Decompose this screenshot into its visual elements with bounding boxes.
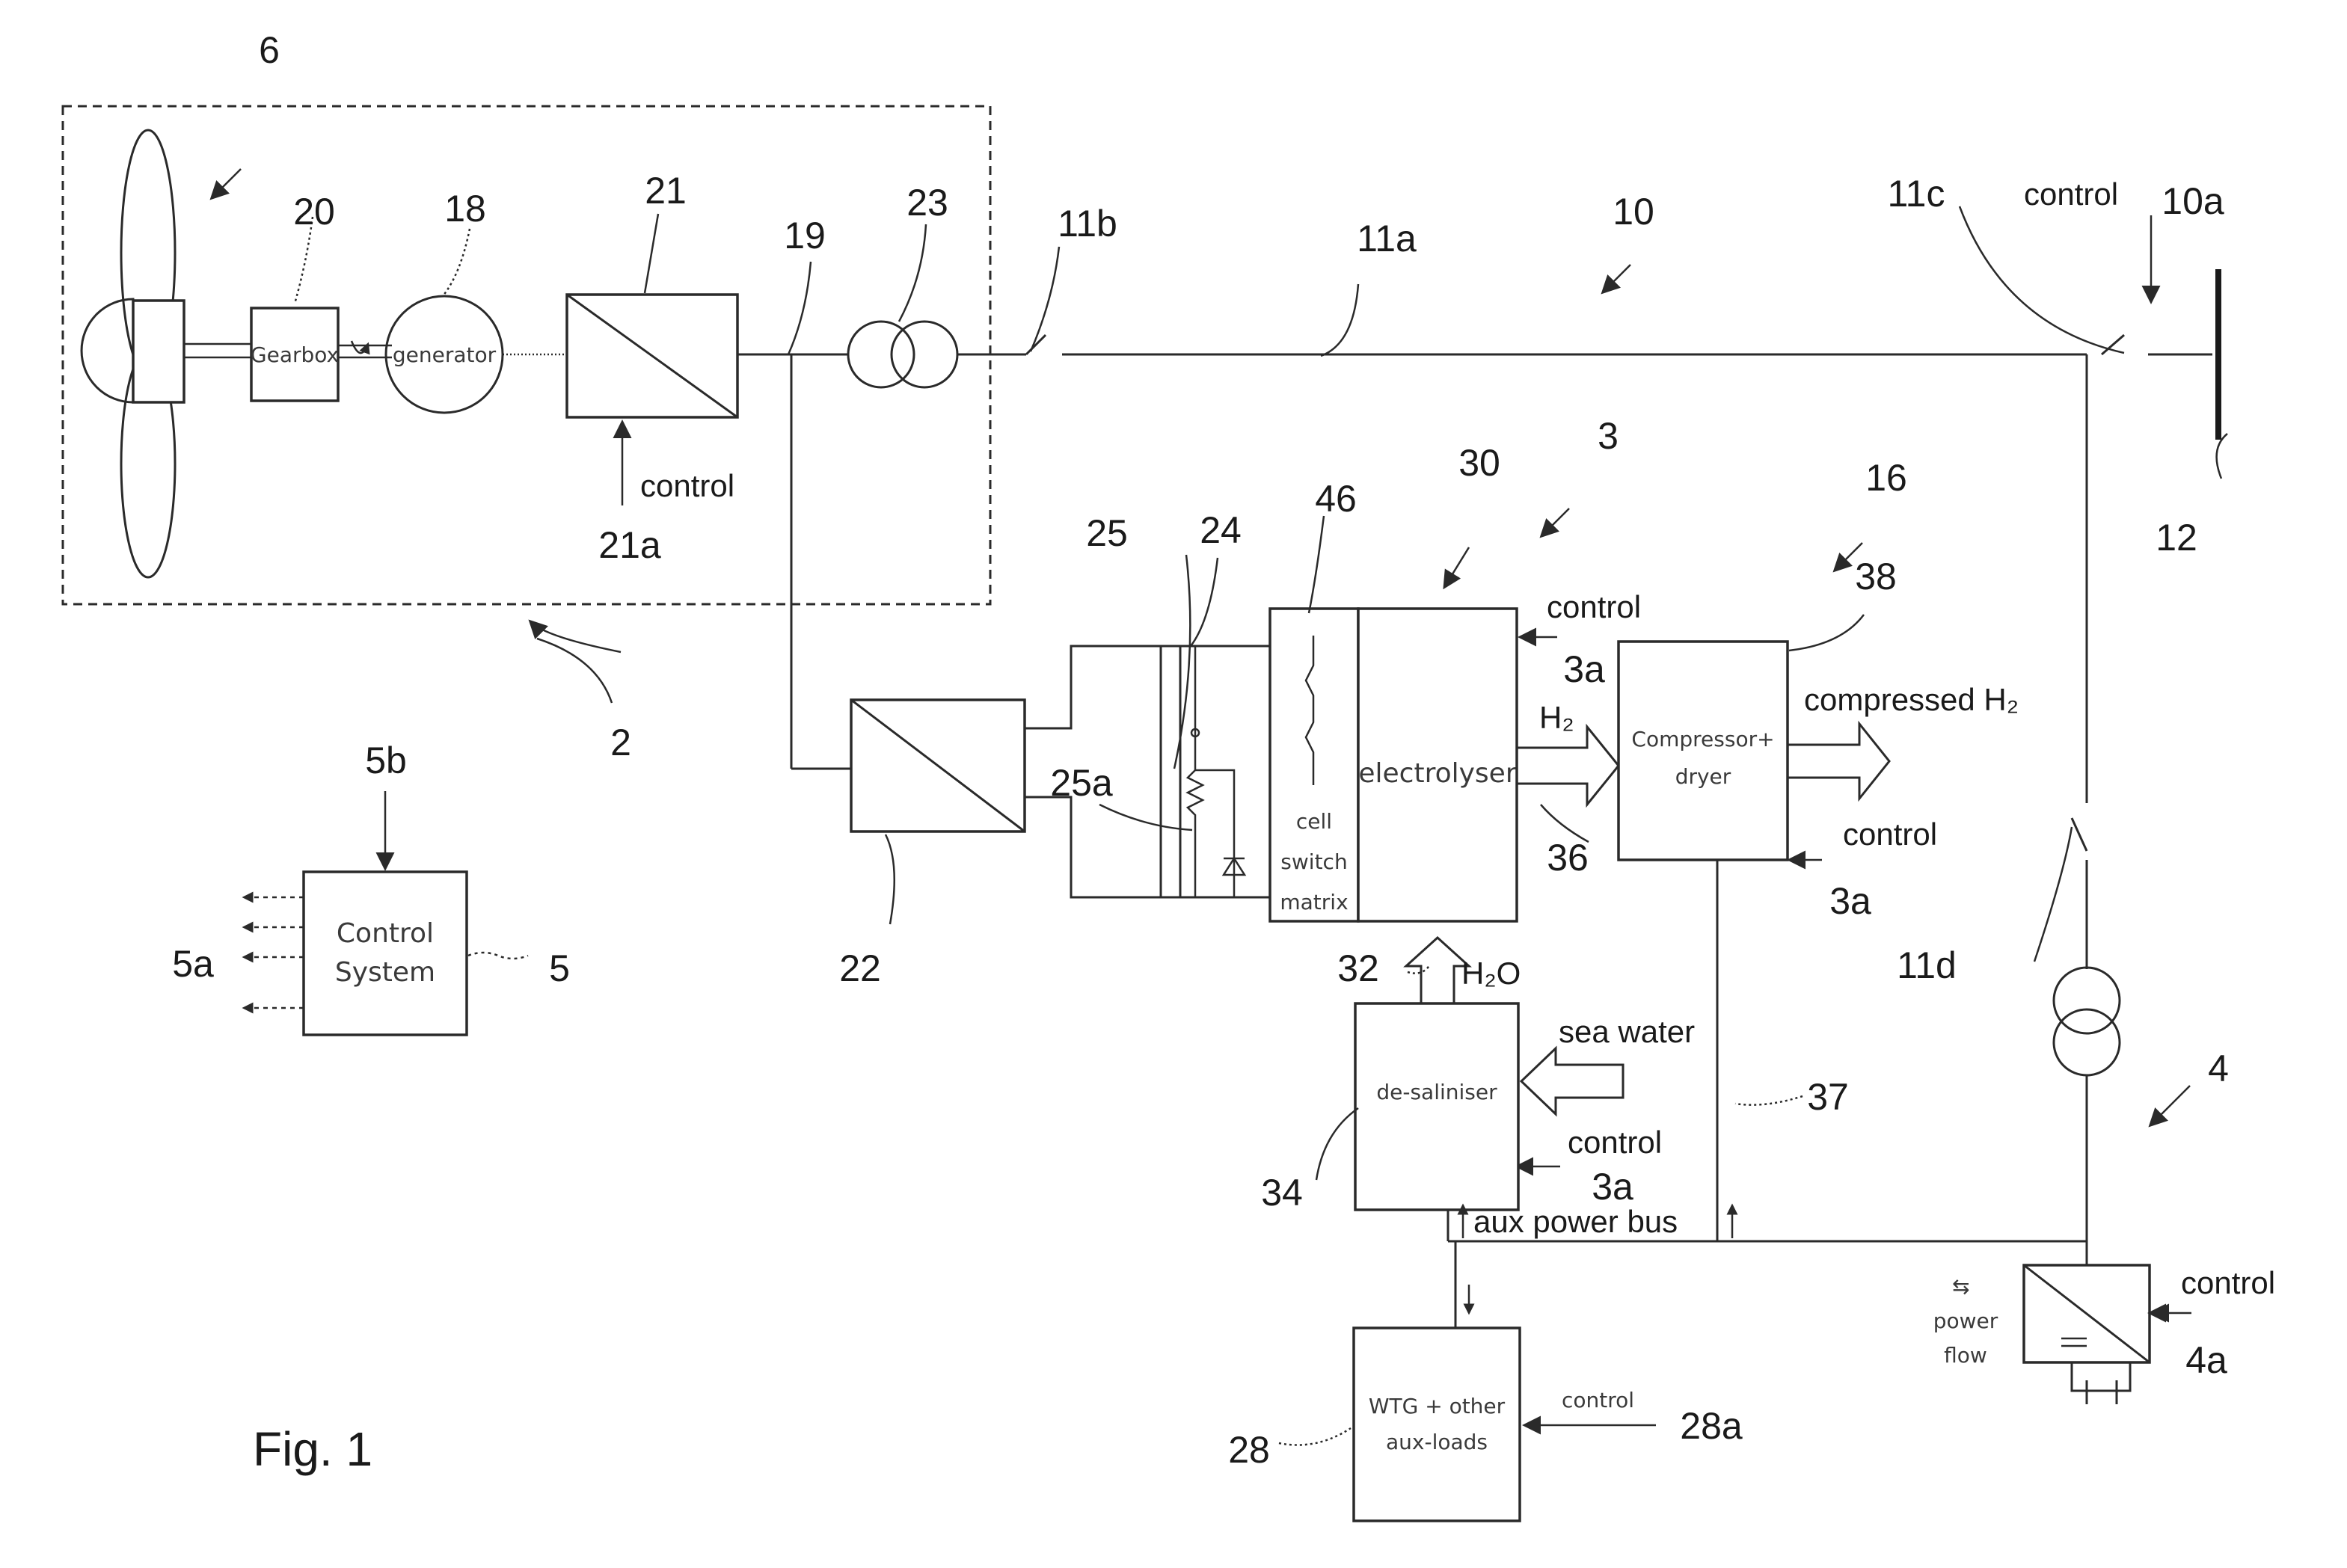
gearbox-block <box>250 307 340 402</box>
ref-34: 34 <box>1261 1172 1303 1214</box>
cell-switch-label-1: cell <box>1296 809 1332 834</box>
h2o-label: H₂O <box>1461 956 1521 991</box>
ref-4a: 4a <box>2185 1339 2227 1381</box>
turbine-enclosure <box>61 105 992 606</box>
compressed-h2-label: compressed H₂ <box>1804 682 2019 717</box>
ref-2: 2 <box>610 722 631 763</box>
aux-loads-label-1: WTG + other <box>1369 1394 1506 1418</box>
electrolyser-label: electrolyser <box>1358 758 1516 789</box>
control-10a-label: control <box>2024 176 2118 212</box>
ref-10: 10 <box>1613 191 1654 233</box>
cell-switch-label-3: matrix <box>1280 890 1348 914</box>
water-flow-arrow <box>1403 935 1472 1005</box>
ref-38: 38 <box>1855 556 1897 597</box>
ref-3: 3 <box>1598 415 1619 457</box>
gearbox-label: Gearbox <box>251 342 339 367</box>
rotor-icon <box>80 129 185 579</box>
compressed-h2-arrow <box>1786 720 1891 802</box>
sea-water-label: sea water <box>1559 1014 1695 1049</box>
transformer-4-a <box>2052 966 2121 1035</box>
control-4a-label: control <box>2181 1265 2275 1300</box>
ref-5b: 5b <box>365 740 407 781</box>
ref-24: 24 <box>1200 509 1242 551</box>
ref-11c: 11c <box>1888 173 1945 215</box>
ref-32: 32 <box>1337 947 1379 989</box>
ref-5a: 5a <box>172 943 214 985</box>
aux-power-bus-label: aux power bus <box>1473 1204 1678 1239</box>
desaliniser-label: de-saliniser <box>1376 1080 1497 1104</box>
ref-3a-electrolyser: 3a <box>1563 648 1605 690</box>
ref-25: 25 <box>1086 512 1128 554</box>
aux-loads-block <box>1352 1326 1521 1522</box>
power-flow-icon: ⇆ <box>1952 1274 1969 1299</box>
control-21a-label: control <box>640 468 734 503</box>
ref-19: 19 <box>784 215 826 256</box>
control-compressor-label: control <box>1843 817 1937 852</box>
ref-28a: 28a <box>1680 1405 1743 1447</box>
ref-28: 28 <box>1228 1429 1270 1471</box>
compressor-label-2: dryer <box>1675 764 1731 789</box>
ref-10a: 10a <box>2162 180 2224 222</box>
control-28a-label: control <box>1562 1388 1634 1412</box>
ref-23: 23 <box>906 182 948 224</box>
control-desaliniser-label: control <box>1568 1125 1662 1160</box>
ref-3a-desaliniser: 3a <box>1592 1166 1633 1208</box>
ref-11b: 11b <box>1058 203 1117 245</box>
ref-30: 30 <box>1458 442 1500 484</box>
compressor-dryer-block <box>1617 640 1789 861</box>
control-system-block <box>302 870 468 1036</box>
ref-3a-compressor: 3a <box>1829 880 1871 922</box>
h2-label: H₂ <box>1539 700 1574 735</box>
ref-21a: 21a <box>598 524 661 566</box>
desaliniser-block <box>1354 1002 1520 1211</box>
ref-20: 20 <box>293 191 335 233</box>
h2-flow-arrow <box>1515 723 1620 808</box>
control-electrolyser-label: control <box>1547 589 1641 624</box>
ref-4: 4 <box>2208 1048 2229 1089</box>
sea-water-arrow <box>1519 1045 1625 1117</box>
control-system-label-1: Control <box>337 918 434 949</box>
cell-switch-label-2: switch <box>1280 849 1347 874</box>
ref-22: 22 <box>839 947 881 989</box>
ref-11d: 11d <box>1897 944 1957 986</box>
figure-label: Fig. 1 <box>253 1422 372 1476</box>
control-system-label-2: System <box>335 957 435 988</box>
compressor-label-1: Compressor+ <box>1631 727 1774 751</box>
ref-5: 5 <box>549 947 570 989</box>
transformer-23-a <box>847 320 915 389</box>
ref-11a: 11a <box>1357 218 1417 259</box>
power-flow-label-1: power <box>1933 1309 1998 1333</box>
ref-12: 12 <box>2156 517 2197 559</box>
ref-16: 16 <box>1865 457 1907 499</box>
ref-37: 37 <box>1807 1076 1849 1118</box>
ref-21: 21 <box>645 170 687 212</box>
ref-46: 46 <box>1315 478 1357 520</box>
grid-connection-12 <box>2215 269 2221 440</box>
ref-18: 18 <box>444 188 486 230</box>
electrolyser-block <box>1357 607 1518 923</box>
power-flow-label-2: flow <box>1944 1343 1987 1368</box>
ref-6: 6 <box>259 29 280 71</box>
ref-25a: 25a <box>1050 762 1113 804</box>
transformer-4-b <box>2052 1008 2121 1077</box>
aux-loads-label-2: aux-loads <box>1386 1430 1488 1454</box>
transformer-23-b <box>890 320 959 389</box>
ref-36: 36 <box>1547 837 1589 879</box>
generator-label: generator <box>393 342 497 367</box>
